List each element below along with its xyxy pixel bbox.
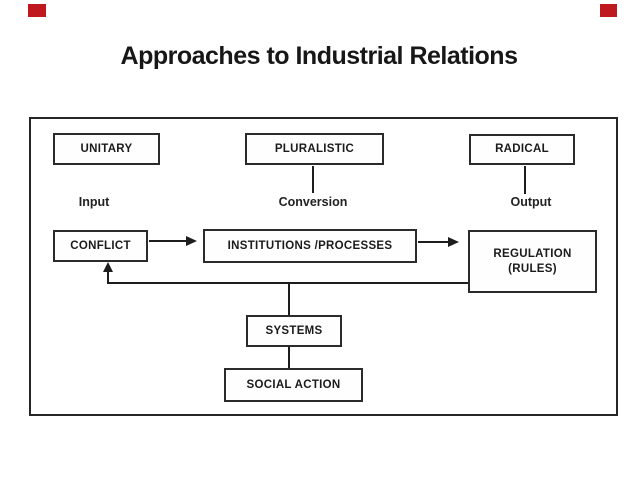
feedback-line-horizontal — [107, 282, 468, 284]
box-pluralistic: PLURALISTIC — [245, 133, 384, 165]
box-institutions-processes: INSTITUTIONS /PROCESSES — [203, 229, 417, 263]
regulation-line2: (RULES) — [508, 262, 557, 275]
box-radical: RADICAL — [469, 134, 575, 165]
regulation-line1: REGULATION — [493, 248, 572, 261]
label-conversion: Conversion — [278, 195, 348, 209]
connector-radical-output — [524, 166, 526, 194]
box-regulation-rules: REGULATION (RULES) — [468, 230, 597, 293]
box-systems: SYSTEMS — [246, 315, 342, 347]
arrowhead-institutions-regulation — [448, 237, 459, 247]
box-social-action: SOCIAL ACTION — [224, 368, 363, 402]
connector-systems-social-action — [288, 347, 290, 368]
arrowhead-feedback-conflict — [103, 262, 113, 272]
corner-accent-right — [600, 4, 617, 17]
box-unitary: UNITARY — [53, 133, 160, 165]
label-input: Input — [78, 195, 110, 209]
arrow-line-conflict-institutions — [149, 240, 187, 242]
slide-title: Approaches to Industrial Relations — [120, 42, 518, 70]
label-output: Output — [510, 195, 552, 209]
connector-pluralistic-conversion — [312, 166, 314, 193]
arrow-line-institutions-regulation — [418, 241, 449, 243]
feedback-line-vertical — [107, 271, 109, 284]
connector-feedback-systems — [288, 284, 290, 315]
box-conflict: CONFLICT — [53, 230, 148, 262]
corner-accent-left — [28, 4, 46, 17]
arrowhead-conflict-institutions — [186, 236, 197, 246]
